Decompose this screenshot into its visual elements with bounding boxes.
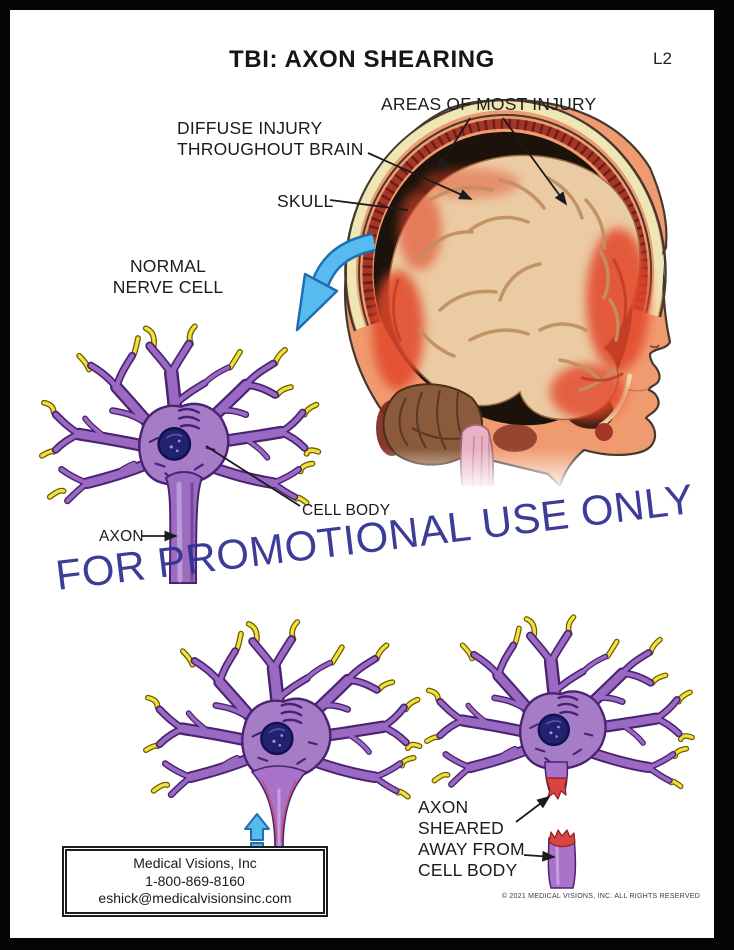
contact-email: eshick@medicalvisionsinc.com [98, 890, 292, 906]
label-skull: SKULL [277, 191, 334, 211]
axon-stub-tear [545, 777, 568, 800]
nostril [649, 344, 660, 349]
copyright-notice: © 2021 MEDICAL VISIONS, INC. ALL RIGHTS … [501, 893, 700, 900]
page-title: TBI: AXON SHEARING [229, 46, 495, 73]
sheared-axon-segment [547, 829, 577, 889]
contact-box: Medical Visions, Inc 1-800-869-8160 eshi… [62, 846, 328, 917]
sheet-code: L2 [653, 49, 672, 68]
label-areas-of-most-injury: AREAS OF MOST INJURY [381, 94, 597, 114]
contact-company: Medical Visions, Inc [133, 855, 257, 871]
label-axon-sheared: AXON SHEARED AWAY FROM CELL BODY [418, 797, 525, 880]
contact-phone: 1-800-869-8160 [145, 872, 245, 889]
label-axon: AXON [99, 528, 144, 545]
label-cell-body: CELL BODY [302, 502, 391, 519]
neuron-normal [42, 326, 318, 584]
label-normal-nerve-cell: NORMAL NERVE CELL [112, 256, 224, 297]
label-diffuse-injury: DIFFUSE INJURY THROUGHOUT BRAIN [177, 118, 364, 159]
brain [372, 154, 650, 421]
leader-lines [142, 117, 568, 862]
impact-arrow-icon [295, 232, 377, 332]
head-illustration [343, 98, 672, 498]
